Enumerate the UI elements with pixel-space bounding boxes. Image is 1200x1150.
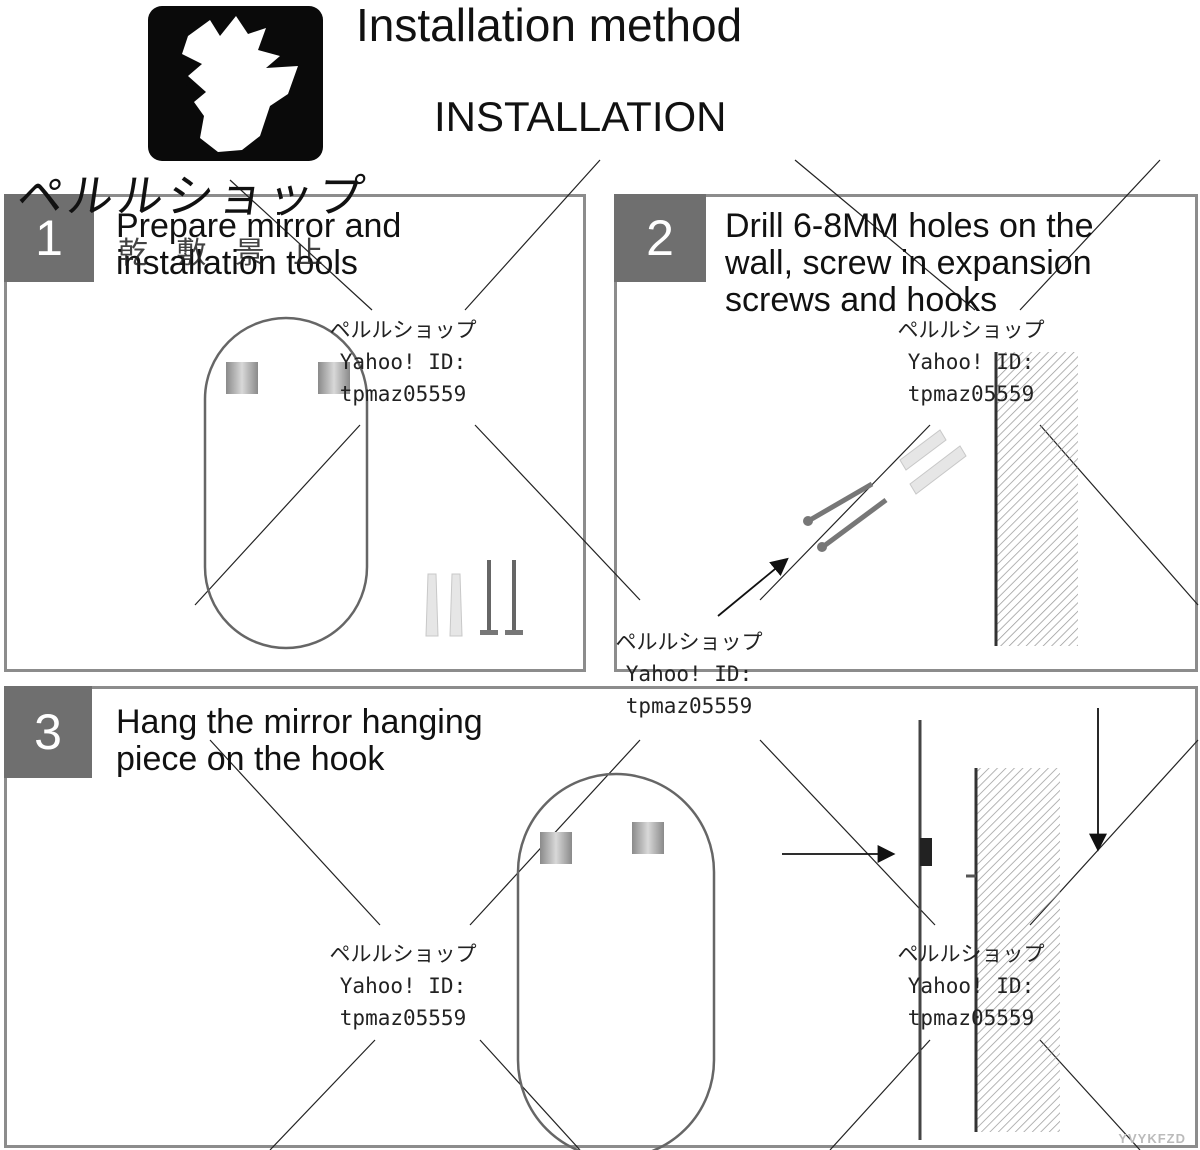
mirror-outline-icon: [203, 316, 369, 650]
corner-mark: YVYKFZD: [1118, 1131, 1186, 1146]
watermark: ペルルショップ Yahoo! ID: tpmaz05559: [298, 938, 508, 1034]
watermark-yahoo: Yahoo! ID:: [625, 662, 753, 686]
watermark-shop: ペルルショップ: [897, 942, 1045, 966]
watermark-id: tpmaz05559: [339, 382, 467, 406]
shop-name: ペルルショップ: [13, 170, 372, 222]
screws-icon: [803, 429, 967, 552]
watermark-id: tpmaz05559: [625, 694, 753, 718]
shop-logo: [148, 6, 323, 161]
shop-subtext: 乾 敷 景 止: [118, 237, 334, 270]
watermark-yahoo: Yahoo! ID:: [907, 350, 1035, 374]
step-2-badge: 2: [614, 194, 706, 282]
watermark-yahoo: Yahoo! ID:: [339, 350, 467, 374]
watermark-yahoo: Yahoo! ID:: [339, 974, 467, 998]
expansion-screws-icon: [425, 560, 523, 637]
watermark: ペルルショップ Yahoo! ID: tpmaz05559: [584, 626, 794, 722]
watermark-yahoo: Yahoo! ID:: [907, 974, 1035, 998]
wall-icon: [996, 352, 1078, 646]
watermark-id: tpmaz05559: [907, 1006, 1035, 1030]
step-3-badge: 3: [4, 686, 92, 778]
page-subtitle: INSTALLATION: [434, 93, 727, 140]
direction-arrow-icon: [717, 557, 789, 617]
watermark-id: tpmaz05559: [339, 1006, 467, 1030]
watermark-shop: ペルルショップ: [329, 318, 477, 342]
watermark-shop: ペルルショップ: [329, 942, 477, 966]
step-2-panel: [614, 194, 1198, 672]
step-1-badge: 1: [4, 194, 94, 282]
reindeer-logo-icon: [182, 16, 298, 152]
step-2-text: Drill 6-8MM holes on the wall, screw in …: [725, 207, 1094, 319]
hanging-piece-icon: [226, 362, 258, 394]
watermark-shop: ペルルショップ: [615, 630, 763, 654]
page-title: Installation method: [356, 0, 743, 51]
step-1-text: Prepare mirror and installation tools: [116, 207, 402, 282]
hanging-piece-icon: [632, 822, 664, 854]
hanging-piece-icon: [318, 362, 350, 394]
watermark-lines: [194, 159, 1199, 1150]
mirror-outline-icon: [516, 772, 716, 1150]
watermark: ペルルショップ Yahoo! ID: tpmaz05559: [866, 314, 1076, 410]
hanging-piece-icon: [540, 832, 572, 864]
watermark: ペルルショップ Yahoo! ID: tpmaz05559: [866, 938, 1076, 1034]
watermark-id: tpmaz05559: [907, 382, 1035, 406]
watermark-shop: ペルルショップ: [897, 318, 1045, 342]
watermark: ペルルショップ Yahoo! ID: tpmaz05559: [298, 314, 508, 410]
step-3-text: Hang the mirror hanging piece on the hoo…: [116, 703, 483, 778]
wall-icon: [976, 768, 1060, 1132]
